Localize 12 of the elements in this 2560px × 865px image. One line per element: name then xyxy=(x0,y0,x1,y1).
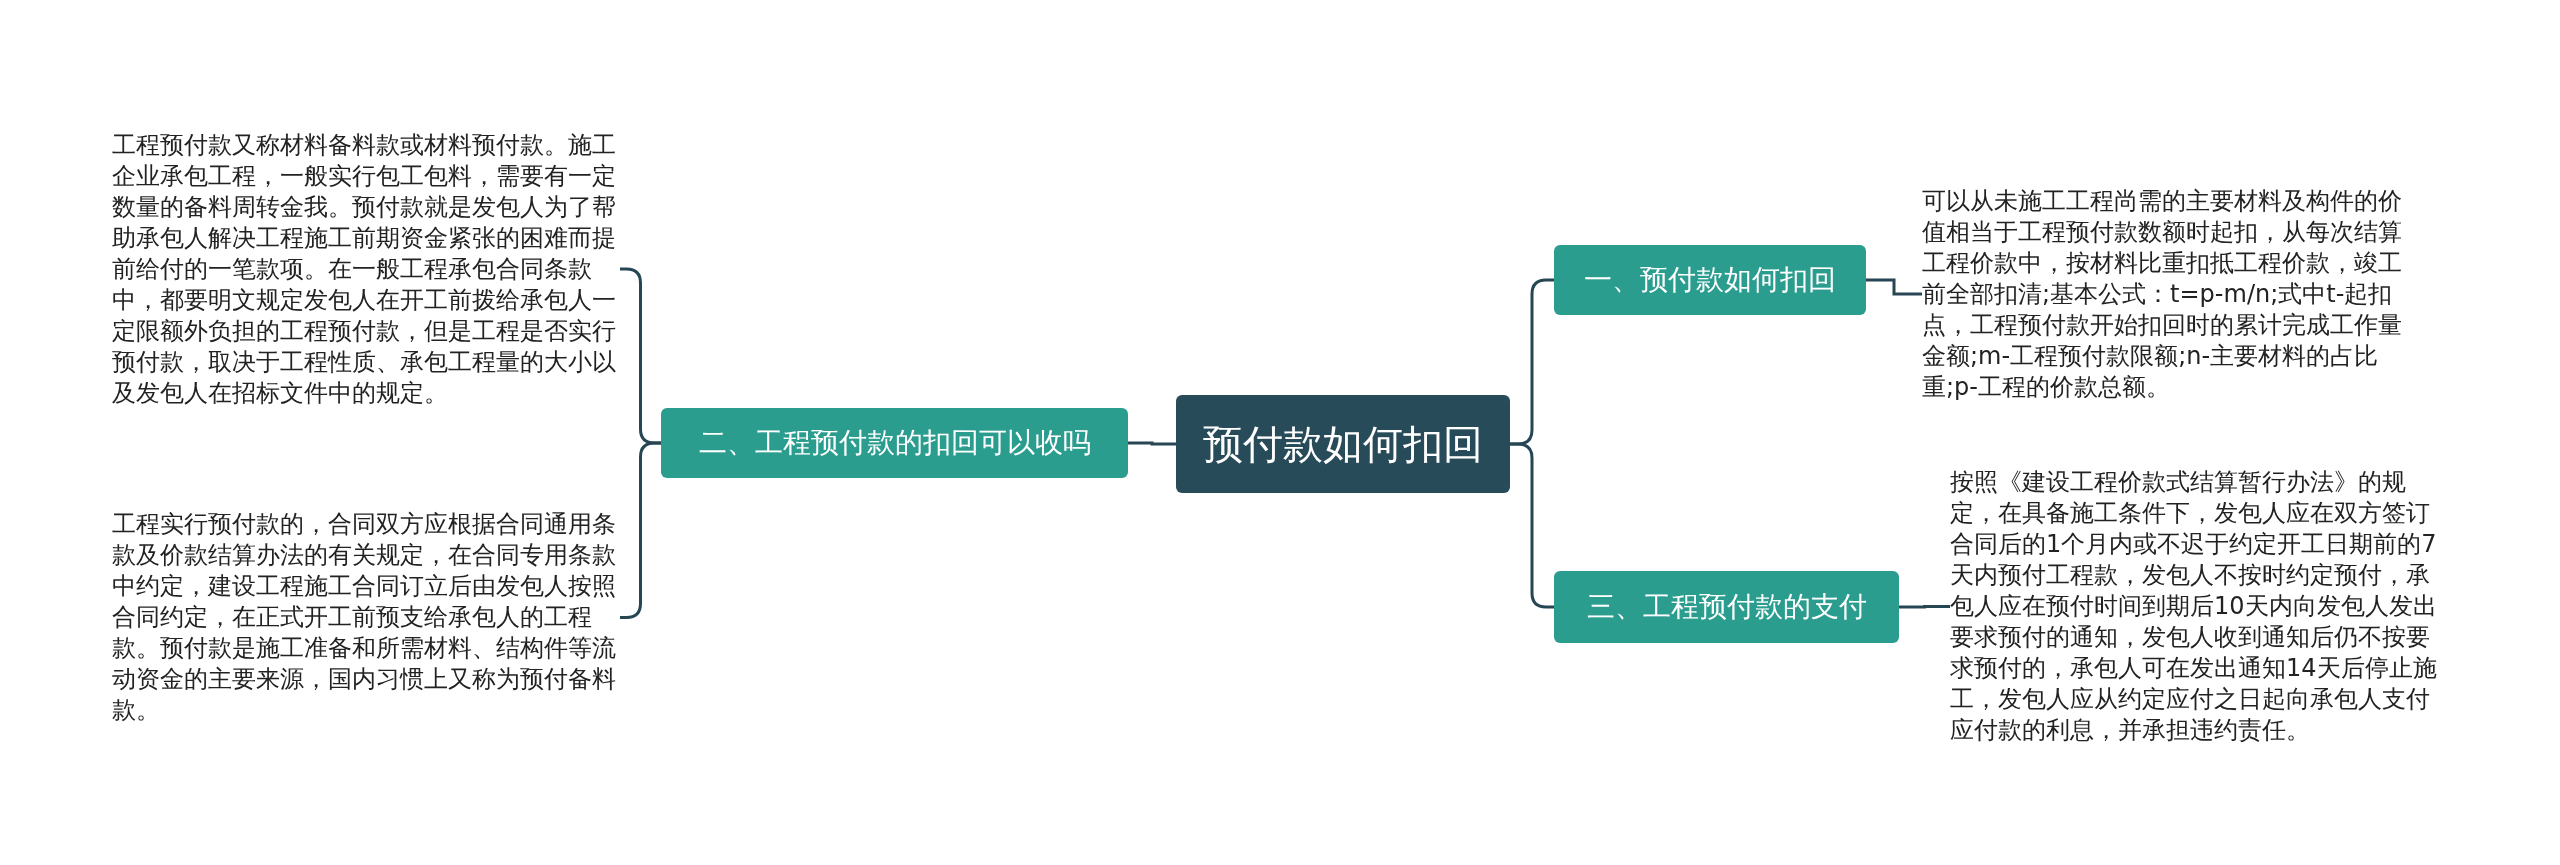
connector-line xyxy=(1899,605,1950,609)
note-text: 按照《建设工程价款式结算暂行办法》的规定，在具备施工条件下，发包人应在双方签订合同后的1个月内或不迟于约定开工日期前的7天内预付工程款，发包人不按时约定预付，承包人应在预付时间到期后10天内向发包人发出要求预付的通知，发包人收到通知后仍不按要求预付的，承包人可在发出通知14天后停止施工，发包人应从约定应付之日起向承包人支付应付款的利息，并承担违约责任。 xyxy=(1950,467,2450,746)
central-topic-box: 预付款如何扣回 xyxy=(1176,395,1510,493)
note-text: 可以从未施工工程尚需的主要材料及构件的价值相当于工程预付款数额时起扣，从每次结算工程价款中，按材料比重扣抵工程价款，竣工前全部扣清;基本公式：t=p-m/n;式中t-起扣点，工程预付款开始扣回时的累计完成工作量金额;m-工程预付款限额;n-主要材料的占比重;p-工程的价款总额。 xyxy=(1922,170,2416,418)
connector-line xyxy=(1128,441,1176,446)
topic-box: 二、工程预付款的扣回可以收吗 xyxy=(661,408,1128,478)
note-text: 工程预付款又称材料备料款或材料预付款。施工企业承包工程，一般实行包工包料，需要有一定数量的备料周转金我。预付款就是发包人为了帮助承包人解决工程施工前期资金紧张的困难而提前给付的一笔款项。在一般工程承包合同条款中，都要明文规定发包人在开工前拨给承包人一定限额外负担的工程预付款，但是工程是否实行预付款，取决于工程性质、承包工程量的大小以及发包人在招标文件中的规定。 xyxy=(112,114,620,424)
topic-box: 三、工程预付款的支付 xyxy=(1554,571,1899,643)
topic-box: 一、预付款如何扣回 xyxy=(1554,245,1866,315)
note-text: 工程实行预付款的，合同双方应根据合同通用条款及价款结算办法的有关规定，在合同专用条款中约定，建设工程施工合同订立后由发包人按照合同约定，在正式开工前预支给承包人的工程款。预付款是施工准备和所需材料、结构件等流动资金的主要来源，国内习惯上又称为预付备料款。 xyxy=(112,509,620,726)
connector-line xyxy=(1866,278,1922,296)
connector-line xyxy=(1510,442,1554,609)
